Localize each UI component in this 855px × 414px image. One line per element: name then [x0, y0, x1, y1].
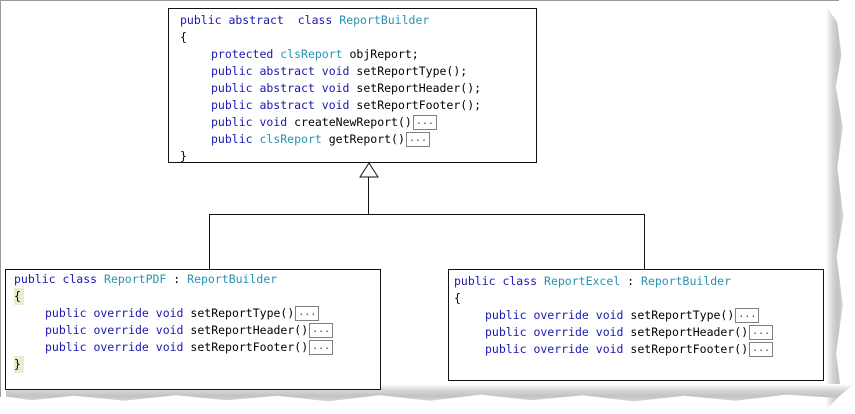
class-name: ReportBuilder: [339, 13, 430, 27]
member-keyword: public: [211, 132, 253, 146]
member-name: setReportFooter(): [630, 342, 749, 356]
derived-class-box-pdf: public class ReportPDF : ReportBuilder {…: [5, 269, 381, 390]
member-name: setReportHeader(): [630, 325, 749, 339]
member-name: objReport;: [349, 47, 419, 61]
member-line: public void createNewReport()...: [180, 114, 536, 131]
derived-class-box-excel: public class ReportExcel : ReportBuilder…: [448, 269, 824, 381]
member-name: getReport(): [328, 132, 405, 146]
member-keyword: public override void: [485, 325, 624, 339]
class-header: public class ReportPDF : ReportBuilder: [14, 271, 380, 288]
class-header: public abstract class ReportBuilder: [180, 12, 536, 29]
member-line: public override void setReportFooter()..…: [454, 341, 823, 358]
connector-vertical-right: [644, 214, 645, 269]
member-line: public override void setReportFooter()..…: [14, 339, 380, 356]
collapsed-region-button[interactable]: ...: [405, 132, 430, 147]
class-header: public class ReportExcel : ReportBuilder: [454, 273, 823, 290]
member-name: setReportHeader(): [190, 323, 309, 337]
inherit-separator: :: [173, 272, 181, 286]
member-line: public override void setReportHeader()..…: [454, 324, 823, 341]
member-line: public abstract void setReportHeader();: [180, 80, 536, 97]
member-line: protected clsReport objReport;: [180, 46, 536, 63]
connector-horizontal: [209, 214, 645, 215]
member-line: public override void setReportType()...: [454, 307, 823, 324]
class-keyword: public class: [14, 272, 98, 286]
member-name: setReportHeader();: [356, 81, 482, 95]
member-line: public clsReport getReport()...: [180, 131, 536, 148]
collapsed-region-button[interactable]: ...: [309, 340, 334, 355]
open-brace: {: [180, 30, 187, 44]
member-keyword: public override void: [485, 308, 624, 322]
class-modifiers: public abstract: [180, 13, 284, 27]
collapsed-region-button[interactable]: ...: [412, 115, 437, 130]
collapsed-region-button[interactable]: ...: [749, 342, 774, 357]
member-keyword: public override void: [485, 342, 624, 356]
class-keyword: public class: [454, 274, 538, 288]
member-line: public abstract void setReportType();: [180, 63, 536, 80]
member-line: public abstract void setReportFooter();: [180, 97, 536, 114]
member-keyword: public void: [211, 115, 288, 129]
member-name: setReportType();: [356, 64, 468, 78]
brace-highlight: {: [14, 288, 24, 305]
class-keyword: class: [297, 13, 333, 27]
member-keyword: public abstract void: [211, 81, 350, 95]
member-line: public override void setReportHeader()..…: [14, 322, 380, 339]
member-type: clsReport: [259, 132, 322, 146]
class-name: ReportExcel: [544, 274, 621, 288]
member-line: public override void setReportType()...: [14, 305, 380, 322]
class-name: ReportPDF: [104, 272, 167, 286]
member-keyword: public override void: [45, 323, 184, 337]
collapsed-region-button[interactable]: ...: [295, 306, 320, 321]
member-name: createNewReport(): [294, 115, 412, 129]
open-brace: {: [14, 288, 380, 305]
member-name: setReportFooter(): [190, 340, 309, 354]
brace-highlight: }: [14, 356, 24, 373]
connector-vertical-main: [368, 177, 369, 214]
collapsed-region-button[interactable]: ...: [749, 325, 774, 340]
base-class-name: ReportBuilder: [641, 274, 732, 288]
member-keyword: protected: [211, 47, 274, 61]
member-name: setReportFooter();: [356, 98, 482, 112]
base-class-box: public abstract class ReportBuilder { pr…: [168, 8, 537, 163]
member-keyword: public abstract void: [211, 64, 350, 78]
inheritance-arrow-icon: [359, 162, 379, 178]
torn-edge-right: [826, 6, 844, 410]
member-name: setReportType(): [190, 306, 295, 320]
base-class-name: ReportBuilder: [187, 272, 278, 286]
member-keyword: public abstract void: [211, 98, 350, 112]
collapsed-region-button[interactable]: ...: [735, 308, 760, 323]
member-name: setReportType(): [630, 308, 735, 322]
member-keyword: public override void: [45, 340, 184, 354]
member-type: clsReport: [280, 47, 343, 61]
close-brace: }: [180, 149, 187, 163]
inherit-separator: :: [627, 274, 635, 288]
member-keyword: public override void: [45, 306, 184, 320]
collapsed-region-button[interactable]: ...: [309, 323, 334, 338]
open-brace: {: [454, 291, 461, 305]
close-brace: }: [14, 356, 380, 373]
connector-vertical-left: [209, 214, 210, 269]
